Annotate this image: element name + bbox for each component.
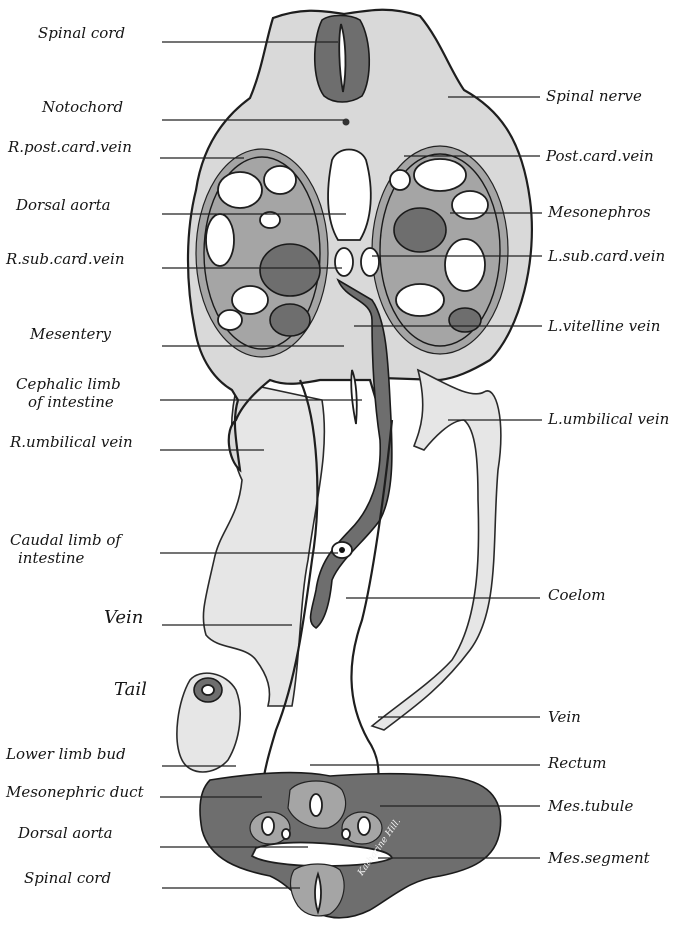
label-post-card-vein: Post.card.vein <box>545 147 654 165</box>
label-mesonephros: Mesonephros <box>547 203 651 221</box>
labels-left: Spinal cord Notochord R.post.card.vein D… <box>5 24 147 887</box>
label-r-sub-card-vein: R.sub.card.vein <box>5 250 124 268</box>
label-notochord: Notochord <box>41 98 123 116</box>
label-tail: Tail <box>114 679 147 700</box>
dorsal-aorta-top-shape <box>328 150 371 241</box>
label-dorsal-aorta-bottom: Dorsal aorta <box>17 824 113 842</box>
label-mesonephric-duct: Mesonephric duct <box>5 783 145 801</box>
tail-shape <box>177 673 240 772</box>
label-mes-segment: Mes.segment <box>547 849 651 867</box>
label-coelom: Coelom <box>548 586 605 604</box>
label-l-sub-card-vein: L.sub.card.vein <box>547 247 665 265</box>
left-mesonephros <box>372 146 508 354</box>
label-l-umbilical-vein: L.umbilical vein <box>547 410 669 428</box>
specimen-drawing: Katharine Hill. <box>177 10 532 918</box>
left-subcardinal-vein-shape <box>361 248 379 276</box>
label-mesentery: Mesentery <box>29 325 112 343</box>
label-dorsal-aorta-top: Dorsal aorta <box>15 196 111 214</box>
label-mes-tubule: Mes.tubule <box>547 797 633 815</box>
label-spinal-nerve: Spinal nerve <box>546 87 642 105</box>
label-cephalic-limb-1: Cephalic limb <box>16 375 121 393</box>
right-mesonephros <box>196 149 328 357</box>
right-umbilical-vein-shape <box>203 382 324 706</box>
label-spinal-cord-top: Spinal cord <box>38 24 125 42</box>
label-vein-left: Vein <box>104 607 143 628</box>
label-cephalic-limb-2: of intestine <box>28 393 114 411</box>
right-subcardinal-vein-shape <box>335 248 353 276</box>
label-caudal-limb-1: Caudal limb of <box>10 531 123 549</box>
label-caudal-limb-2: intestine <box>18 549 85 567</box>
labels-right: Spinal nerve Post.card.vein Mesonephros … <box>545 87 669 867</box>
label-r-post-card-vein: R.post.card.vein <box>7 138 132 156</box>
label-rectum: Rectum <box>547 754 606 772</box>
label-spinal-cord-bottom: Spinal cord <box>24 869 111 887</box>
label-l-vitelline-vein: L.vitelline vein <box>547 317 660 335</box>
label-vein-right: Vein <box>548 708 581 726</box>
label-lower-limb-bud: Lower limb bud <box>5 745 126 763</box>
label-r-umbilical-vein: R.umbilical vein <box>9 433 133 451</box>
